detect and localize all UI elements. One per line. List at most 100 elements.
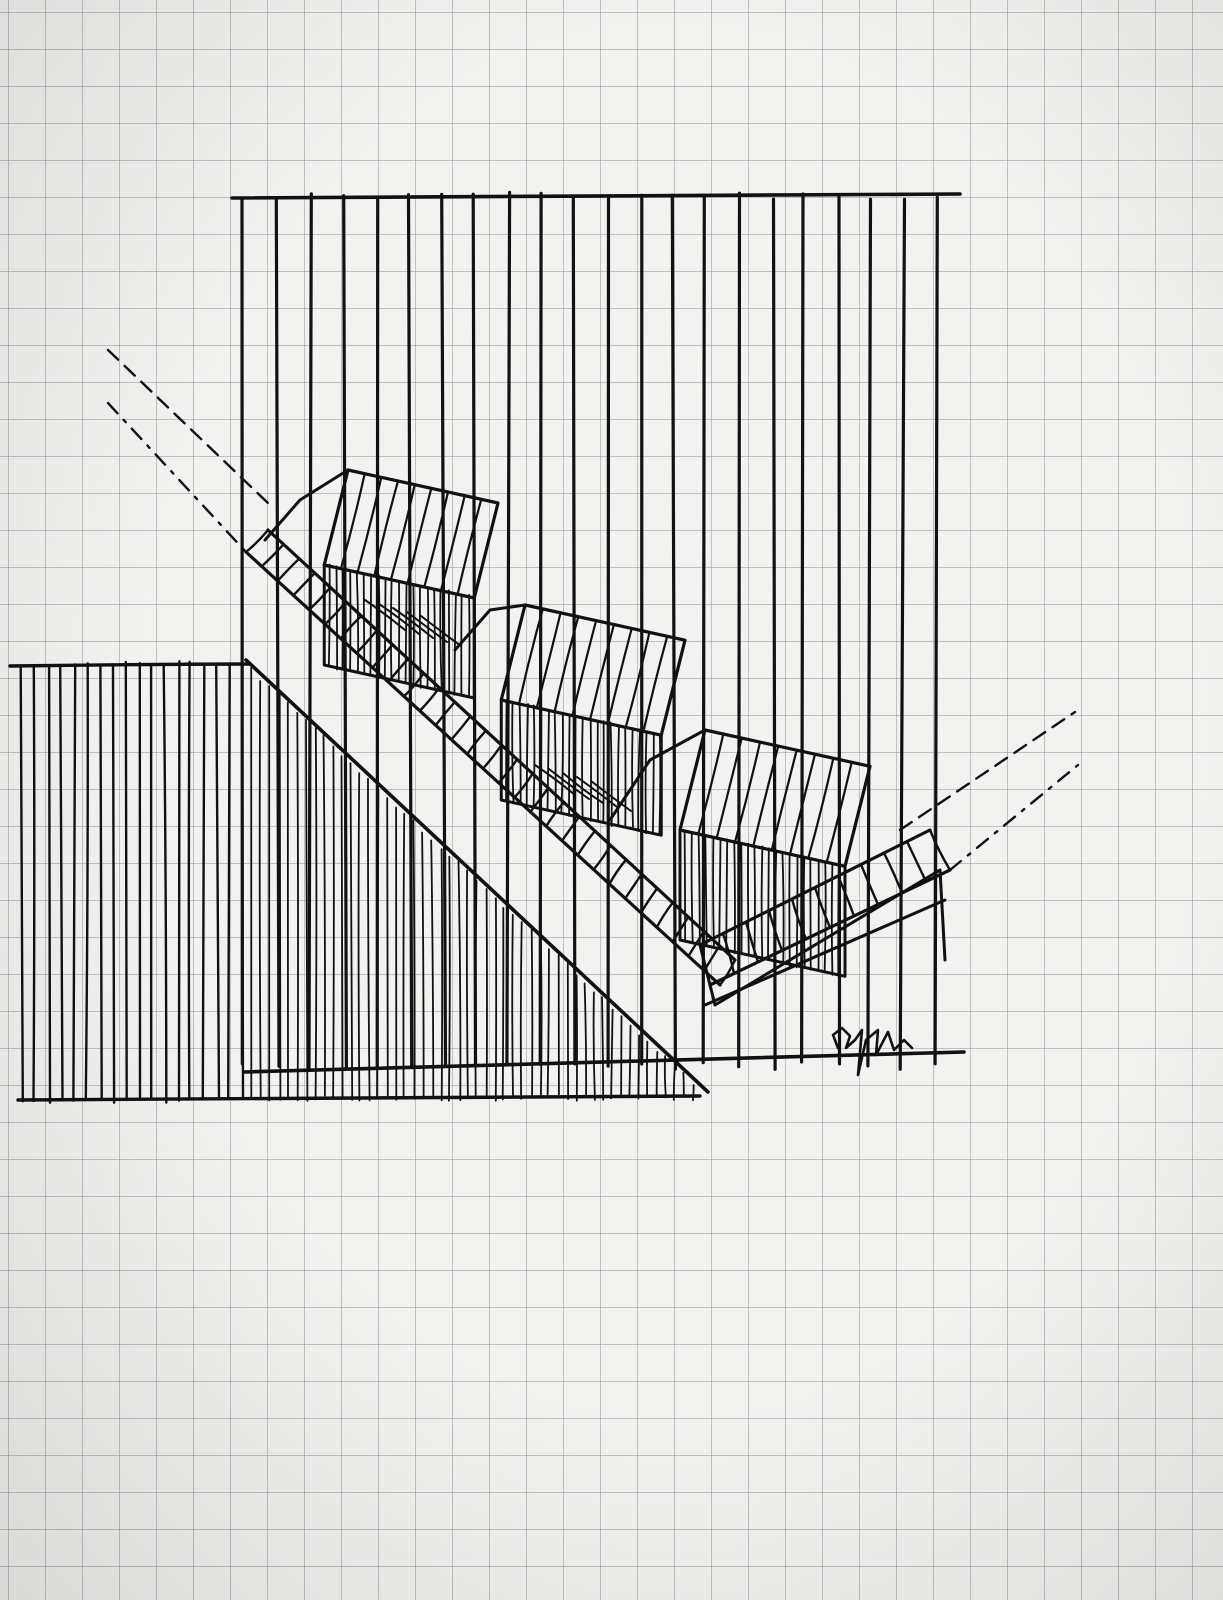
roof-unit-1-wall-hatch <box>390 577 393 681</box>
shadow-hatch-line <box>511 913 514 1097</box>
spine-strip-rung <box>308 586 332 611</box>
left-block-top-edge <box>8 662 252 668</box>
shadow-hatch-line <box>474 879 478 1097</box>
roof-unit-2-wall-hatch <box>505 699 508 802</box>
shadow-hatch-line <box>546 948 550 1097</box>
left-block-hatch <box>19 660 245 1104</box>
nook-hatch <box>392 607 434 639</box>
diagonal-edge <box>244 658 710 1094</box>
left-hatch-line <box>177 660 181 1102</box>
roof-unit-2-roof-rib <box>535 611 562 709</box>
nook-hatch <box>562 772 604 804</box>
lower-strip-rung <box>859 863 880 906</box>
left-hatch-line <box>59 664 64 1101</box>
roof-unit-3-wall-hatch <box>767 847 770 960</box>
shadow-hatch-line <box>655 1051 659 1098</box>
shadow-hatch-line <box>340 755 344 1099</box>
bg-hatch-line <box>406 193 414 1067</box>
left-hatch-line <box>215 662 221 1101</box>
bg-hatch-line <box>274 196 281 1068</box>
shadow-hatch-line <box>376 789 380 1097</box>
roof-unit-3-wall-hatch <box>697 831 701 946</box>
roof-unit-1-wall-hatch <box>468 594 471 698</box>
roof-unit-3-roof-rib <box>788 753 817 856</box>
roof-unit-3-wall-hatch <box>733 842 736 955</box>
roof-unit-1-wall <box>322 563 476 700</box>
shadow-hatch-line <box>322 734 326 1097</box>
artist-signature <box>831 1026 914 1077</box>
shadow-hatch-line <box>519 921 523 1100</box>
roof-unit-1-wall-hatch <box>453 594 457 696</box>
roof-unit-3-roof-rib <box>825 761 853 864</box>
shadow-hatch-line <box>296 711 299 1102</box>
left-block-bottom-edge <box>16 1094 702 1102</box>
shadow-hatch-line <box>332 745 335 1099</box>
roof-unit-1-roof-rib <box>389 483 416 581</box>
spine-strip-rung <box>292 571 316 597</box>
roof-unit-1-wall-hatch <box>327 563 331 667</box>
bg-hatch-line <box>505 190 512 1067</box>
roof-unit-2-wall-hatch <box>581 717 584 820</box>
roof-unit-3-wall-hatch <box>774 850 778 962</box>
left-hatch-line <box>227 662 231 1100</box>
spine-strip-rung <box>244 528 270 554</box>
lower-strip-rung <box>928 828 952 872</box>
bg-hatch-line <box>933 195 939 1066</box>
roof-unit-3-roof-rib <box>807 757 835 860</box>
roof-unit-2-wall-hatch <box>652 732 655 834</box>
roof-unit-1-wall-hatch <box>433 588 436 692</box>
roof-unit-3-wall-hatch <box>704 835 708 946</box>
nook-hatch <box>420 615 462 647</box>
shadow-hatch-line <box>583 982 588 1097</box>
roof-unit-3-wall-hatch <box>690 832 694 943</box>
roof-unit-3-wall-hatch <box>683 830 686 941</box>
nook-hatch <box>548 768 590 800</box>
spine-strip-rung <box>576 829 597 857</box>
roof-unit-2-wall-hatch <box>658 734 662 837</box>
left-hatch-line <box>201 665 206 1099</box>
shadow-hatch-line <box>430 839 435 1099</box>
bg-hatch-line <box>800 192 805 1064</box>
shadow-hatch-line <box>663 1055 667 1099</box>
base-block-edge <box>698 868 947 1007</box>
roof-unit-3-wall-hatch <box>747 842 750 957</box>
bg-hatch-line <box>701 193 707 1065</box>
roof-unit-2-wall-hatch <box>568 715 571 817</box>
left-hatch-line <box>99 665 103 1100</box>
roof-unit-3-wall-hatch <box>830 863 834 976</box>
roof-unit-2-wall-hatch <box>539 708 543 812</box>
spine-strip-rung <box>639 887 659 914</box>
shadow-hatch-line <box>357 772 361 1102</box>
spine-strip-rung <box>655 901 674 929</box>
curved-edge <box>453 603 527 652</box>
bg-hatch-line <box>898 197 907 1071</box>
shadow-hatch-line <box>349 762 354 1101</box>
lower-strip-rung <box>744 920 760 964</box>
signature-scribble <box>831 1026 914 1077</box>
roof-unit-3-wall-hatch <box>781 850 785 963</box>
left-hatch-line <box>162 664 168 1104</box>
shadow-hatch-line <box>610 1008 614 1100</box>
frame-lines <box>8 192 966 1102</box>
roof-unit-1-roof-rib <box>456 498 483 596</box>
shadow-hatch-line <box>305 719 309 1102</box>
roof-unit-3-wall-hatch <box>802 855 806 970</box>
nook-hatch <box>378 603 420 635</box>
roof-unit-2-wall-hatch <box>617 725 620 828</box>
roof-unit-2-roof-rib <box>553 615 580 713</box>
diagonal-shadow-hatch <box>250 666 695 1102</box>
shadow-hatch-line <box>692 1084 695 1102</box>
shadow-hatch-line <box>412 819 416 1100</box>
lower-strip-rung <box>813 886 832 929</box>
left-hatch-line <box>187 660 191 1099</box>
roof-unit-3-wall-hatch <box>760 845 764 961</box>
roof-unit-3-roof-rib <box>733 741 762 844</box>
spine-strip-rung <box>371 643 394 669</box>
shadow-hatch-line <box>592 991 596 1101</box>
base-block-edge <box>703 898 947 1007</box>
bg-hatch-line <box>837 194 842 1066</box>
bg-hatch-line <box>866 197 873 1068</box>
roof-unit-2-roof-rib <box>624 631 651 729</box>
left-hatch-line <box>240 665 245 1099</box>
